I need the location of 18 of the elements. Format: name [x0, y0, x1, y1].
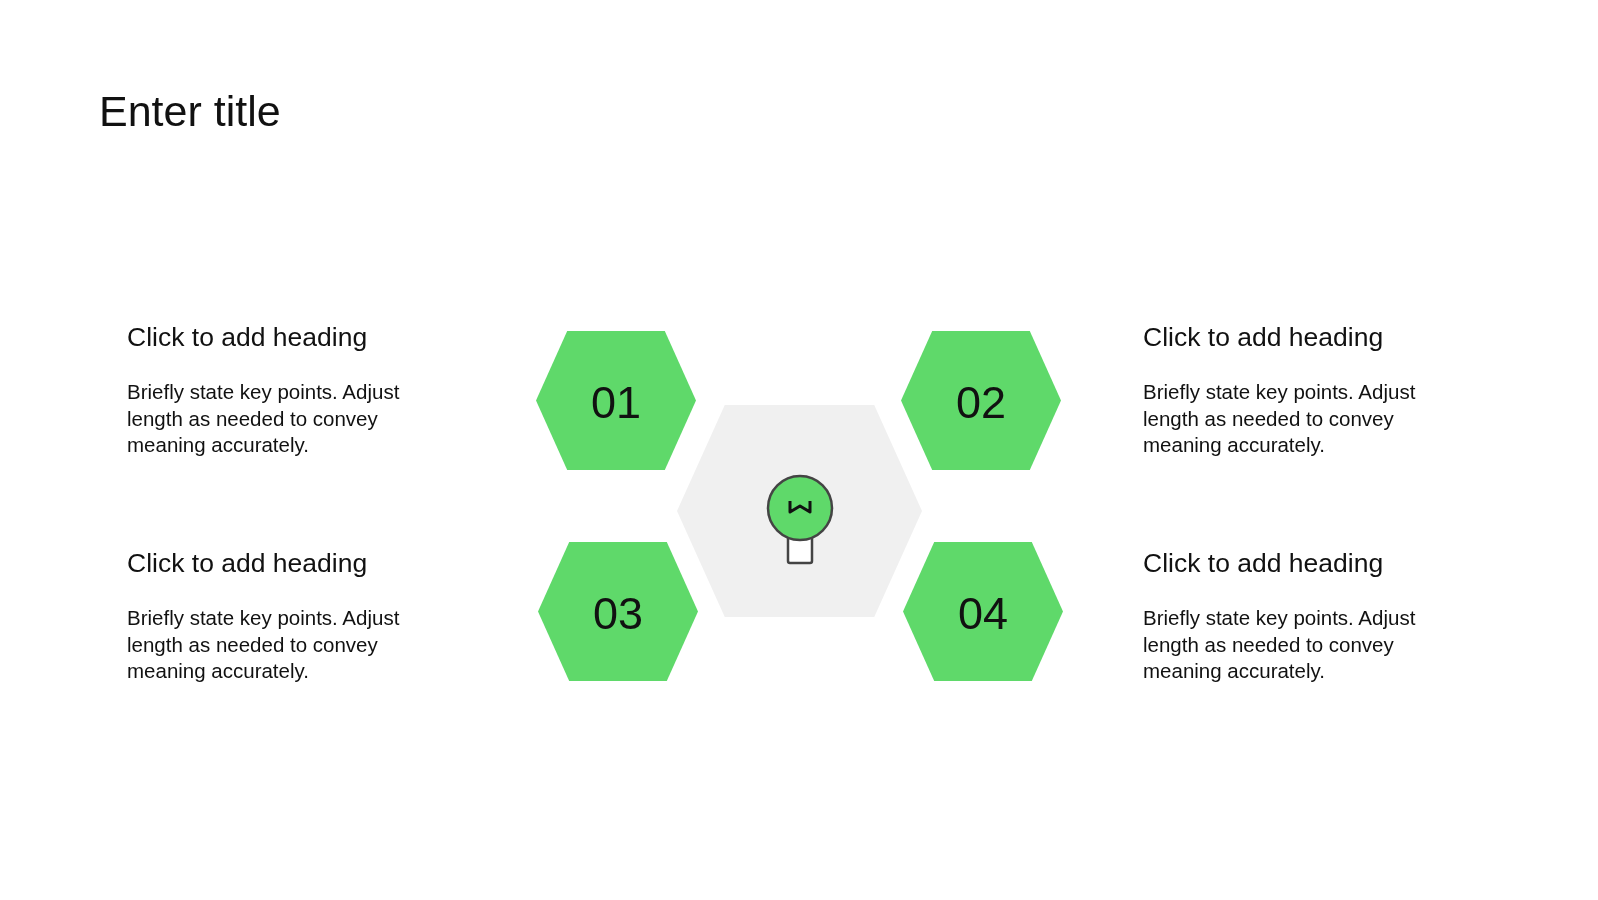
step-heading: Click to add heading	[1143, 548, 1384, 580]
hexagon	[536, 331, 696, 470]
step-number: 04	[957, 591, 1009, 636]
hexagon	[538, 542, 698, 681]
step-number: 03	[592, 591, 644, 636]
step-number: 01	[590, 380, 642, 425]
hexagon	[903, 542, 1063, 681]
hexagon	[677, 405, 922, 617]
description-text: Briefly state key points. Adjust length as needed to convey meaning accurately.	[127, 379, 401, 458]
description-text: Briefly state key points. Adjust length as needed to convey meaning accurately.	[1143, 379, 1417, 458]
slide-title: Enter title	[99, 86, 281, 137]
step-heading: Click to add heading	[127, 322, 368, 354]
hexagon	[901, 331, 1061, 470]
step-heading: Click to add heading	[127, 548, 368, 580]
step-heading: Click to add heading	[1143, 322, 1384, 354]
description-text: Briefly state key points. Adjust length as needed to convey meaning accurately.	[1143, 605, 1417, 684]
description-text: Briefly state key points. Adjust length as needed to convey meaning accurately.	[127, 605, 401, 684]
step-number: 02	[955, 380, 1007, 425]
